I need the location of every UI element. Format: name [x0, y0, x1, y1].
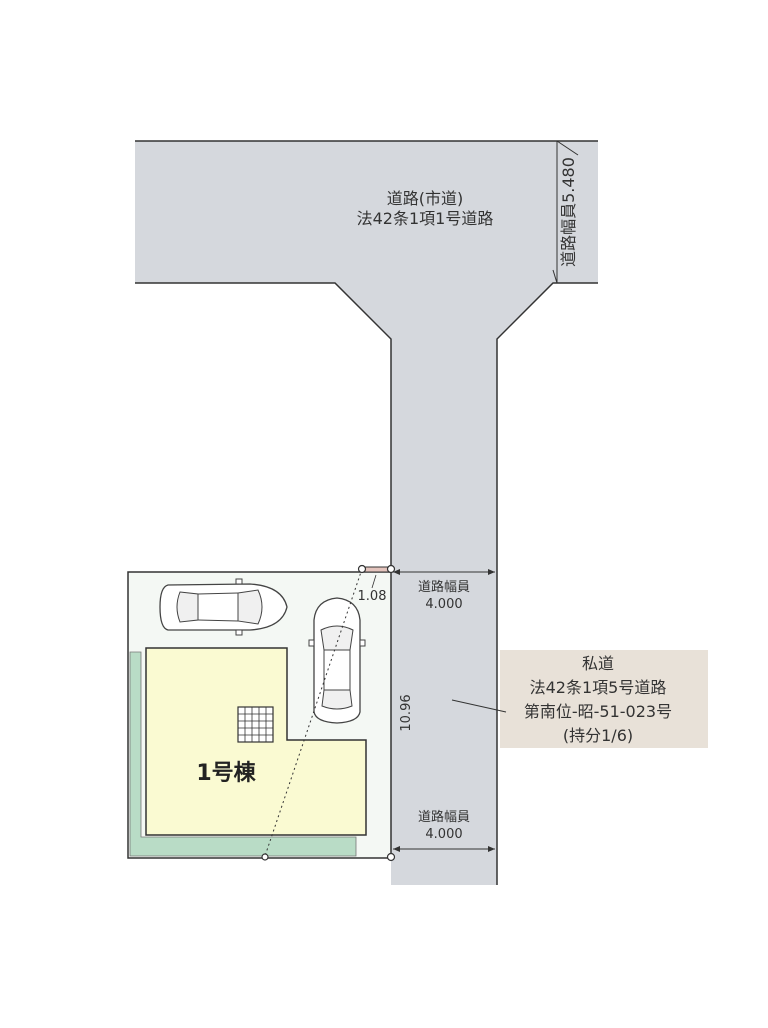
planting-strip	[129, 651, 357, 857]
upper-width-arrow-left	[393, 569, 400, 575]
private-road-leader	[451, 699, 507, 713]
boundary-point	[386, 852, 396, 862]
private-road-label-line4: (持分1/6)	[563, 726, 633, 745]
public-road-label-line2: 法42条1項1号道路	[357, 209, 494, 228]
road-width-tick-bottom	[552, 269, 558, 284]
upper-road-width-value: 4.000	[425, 597, 462, 612]
public-road-edge-left	[135, 282, 392, 566]
frontage-dimension: 10.96	[399, 694, 414, 731]
public-road-edge-right	[496, 282, 598, 885]
parked-car-vertical	[308, 597, 366, 724]
private-road-label-line3: 第南位-昭-51-023号	[524, 702, 672, 721]
lower-width-arrow-left	[393, 846, 400, 852]
boundary-point	[357, 564, 367, 574]
road-width-tick-top	[556, 140, 579, 156]
private-road-label-line2: 法42条1項5号道路	[530, 678, 667, 697]
public-road-width-label: 道路幅員5.480	[559, 157, 578, 267]
deck-grid	[237, 706, 274, 743]
boundary-point	[386, 564, 396, 574]
upper-width-arrow-right	[488, 569, 495, 575]
upper-road-width-label: 道路幅員	[418, 579, 470, 595]
private-road-label-box	[500, 650, 708, 748]
lower-road-width-value: 4.000	[425, 827, 462, 842]
corner-cut-leader	[371, 574, 377, 589]
house-label: 1号棟	[196, 760, 256, 786]
boundary-point	[261, 853, 269, 861]
corner-cut-dimension: 1.08	[358, 589, 387, 604]
diagonal-dotted-line	[264, 568, 363, 857]
private-road-label-line1: 私道	[582, 654, 614, 673]
parked-car-horizontal	[159, 578, 288, 636]
lower-road-width-label: 道路幅員	[418, 809, 470, 825]
public-road-area	[135, 141, 598, 885]
public-road-label-line1: 道路(市道)	[387, 189, 464, 208]
corner-cut	[361, 566, 392, 573]
lower-width-arrow-right	[488, 846, 495, 852]
